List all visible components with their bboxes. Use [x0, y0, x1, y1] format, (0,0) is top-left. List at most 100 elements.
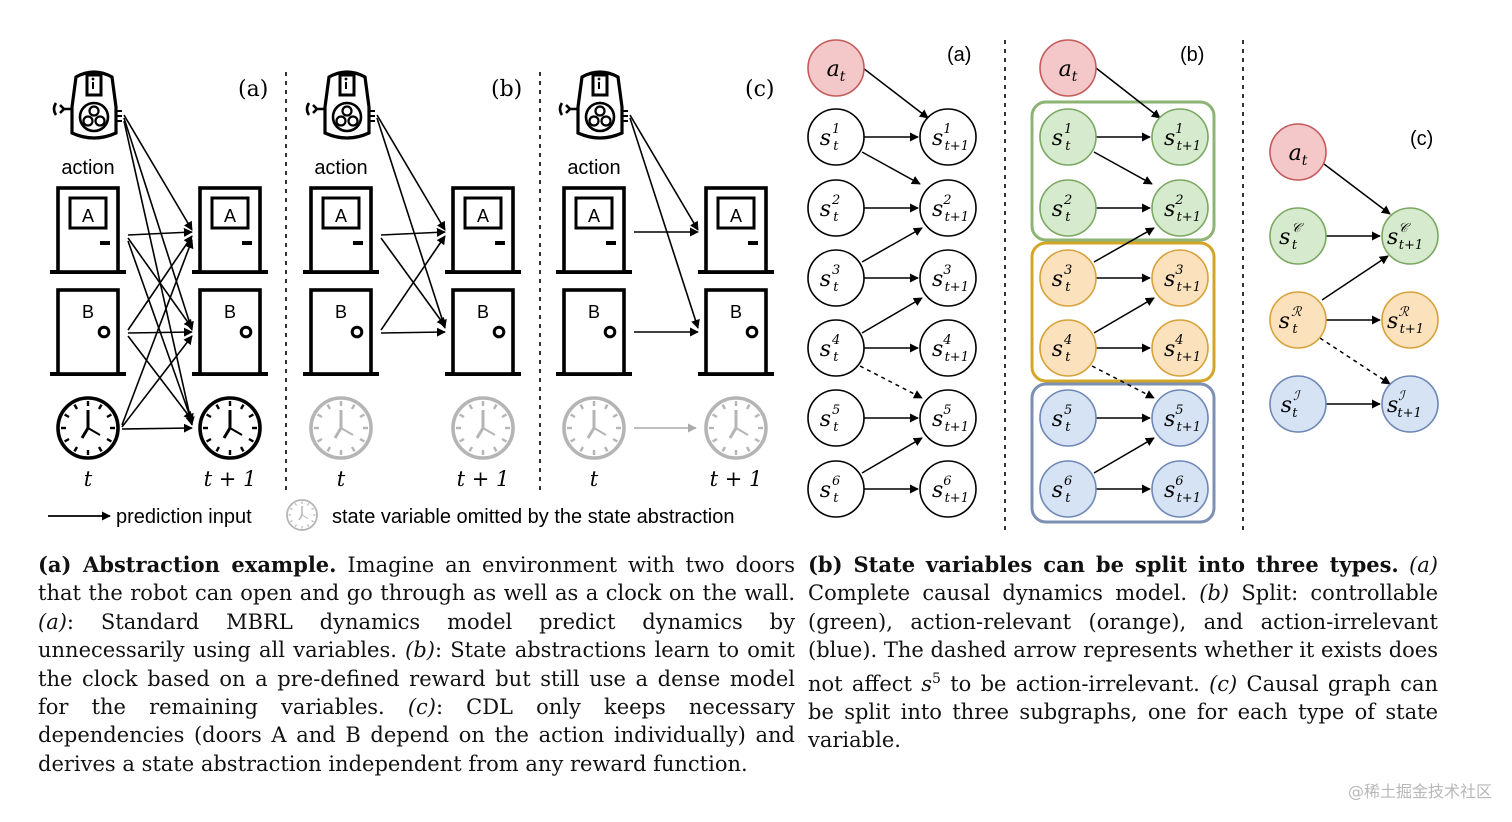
node-a-t: at — [1269, 123, 1327, 181]
robot-icon — [305, 70, 377, 140]
time-t-label: t — [84, 467, 93, 491]
svg-text:s6t: s6t — [820, 474, 841, 506]
action-irrelevant-group — [1030, 382, 1216, 524]
action-label: action — [61, 157, 114, 179]
time-t1-label: t + 1 — [204, 467, 257, 491]
time-t-label: t — [337, 467, 346, 491]
caption-b-text-4: Causal graph can be split into three sub… — [808, 671, 1438, 753]
caption-a-text-2: : Standard MBRL dynamics model predict d… — [38, 609, 795, 663]
svg-text:s1t: s1t — [1052, 122, 1073, 154]
clock-icon — [198, 396, 262, 460]
causal-arrows — [629, 114, 700, 337]
door-a-icon — [443, 186, 523, 274]
door-a-icon — [301, 186, 381, 274]
panel-label-b: (b) — [491, 77, 522, 102]
node-a-t: at — [1039, 39, 1097, 97]
caption-b-tag-a: (a) — [1409, 553, 1438, 577]
door-a-letter: A — [730, 206, 742, 226]
door-b-letter: B — [588, 302, 600, 322]
svg-text:s2t: s2t — [820, 193, 841, 225]
caption-b-tag-b: (b) — [1199, 581, 1230, 606]
door-a-icon — [48, 186, 128, 274]
svg-text:s3t: s3t — [820, 263, 841, 295]
caption-a-title: (a) Abstraction example. — [38, 552, 337, 577]
legend-clock-icon — [286, 499, 318, 531]
action-label: action — [314, 157, 367, 179]
svg-text:s2t: s2t — [1052, 193, 1073, 225]
door-a-letter: A — [335, 206, 347, 226]
watermark: @稀土掘金技术社区 — [1347, 782, 1492, 801]
caption-b-s-sup: 5 — [932, 670, 941, 687]
time-t1-label: t + 1 — [457, 467, 510, 491]
omitted-clock-icon — [309, 396, 373, 460]
causal-graph-figure: (a) (b) (c) — [807, 39, 1439, 530]
svg-text:s1t: s1t — [820, 122, 841, 154]
caption-a-text-4: : CDL only keeps necessary dependencies … — [38, 695, 795, 776]
caption-a: (a) Abstraction example. Imagine an envi… — [38, 551, 795, 778]
abstraction-example-figure: (a) (b) (c) action A B A B t t + 1 — [48, 70, 776, 531]
door-a-icon — [554, 186, 634, 274]
door-b-letter: B — [477, 302, 489, 322]
caption-a-tag-b: (b) — [405, 638, 435, 663]
door-b-letter: B — [335, 302, 347, 322]
panel-label-a: (a) — [238, 77, 268, 102]
abstraction-arrows — [376, 114, 447, 337]
door-a-icon — [696, 186, 776, 274]
dense-arrows — [121, 114, 195, 433]
door-b-letter: B — [224, 302, 236, 322]
svg-text:s6t: s6t — [1052, 474, 1073, 506]
clock-icon — [56, 396, 120, 460]
controllable-group — [1030, 100, 1216, 242]
action-label: action — [567, 157, 620, 179]
omitted-clock-icon — [562, 396, 626, 460]
legend-prediction: prediction input — [116, 506, 252, 528]
omitted-clock-icon — [451, 396, 515, 460]
door-b-letter: B — [730, 302, 742, 322]
svg-text:s3t: s3t — [1052, 263, 1073, 295]
panel-label-c: (c) — [745, 77, 775, 102]
omitted-clock-icon — [704, 396, 768, 460]
caption-b-text-2: Split: controllable (green), action-rele… — [808, 581, 1439, 696]
door-a-letter: A — [588, 206, 600, 226]
svg-text:sℐt: sℐt — [1281, 389, 1301, 421]
robot-icon — [52, 70, 124, 140]
caption-a-tag-c: (c) — [407, 695, 436, 720]
caption-a-text-3: : State abstractions learn to omit the c… — [38, 638, 795, 720]
svg-text:s5t: s5t — [1052, 403, 1073, 435]
panel-label-a: (a) — [947, 44, 971, 66]
door-a-icon — [190, 186, 270, 274]
caption-a-tag-a: (a) — [38, 609, 67, 634]
node-a-t: at — [807, 39, 865, 97]
caption-b-s-var: s — [921, 671, 933, 696]
svg-text:s5t: s5t — [820, 403, 841, 435]
figure: (a) (b) (c) action A B A B t t + 1 — [48, 39, 1439, 531]
time-t1-label: t + 1 — [710, 467, 763, 491]
action-relevant-group — [1030, 241, 1216, 383]
caption-b-tag-c: (c) — [1209, 671, 1238, 696]
